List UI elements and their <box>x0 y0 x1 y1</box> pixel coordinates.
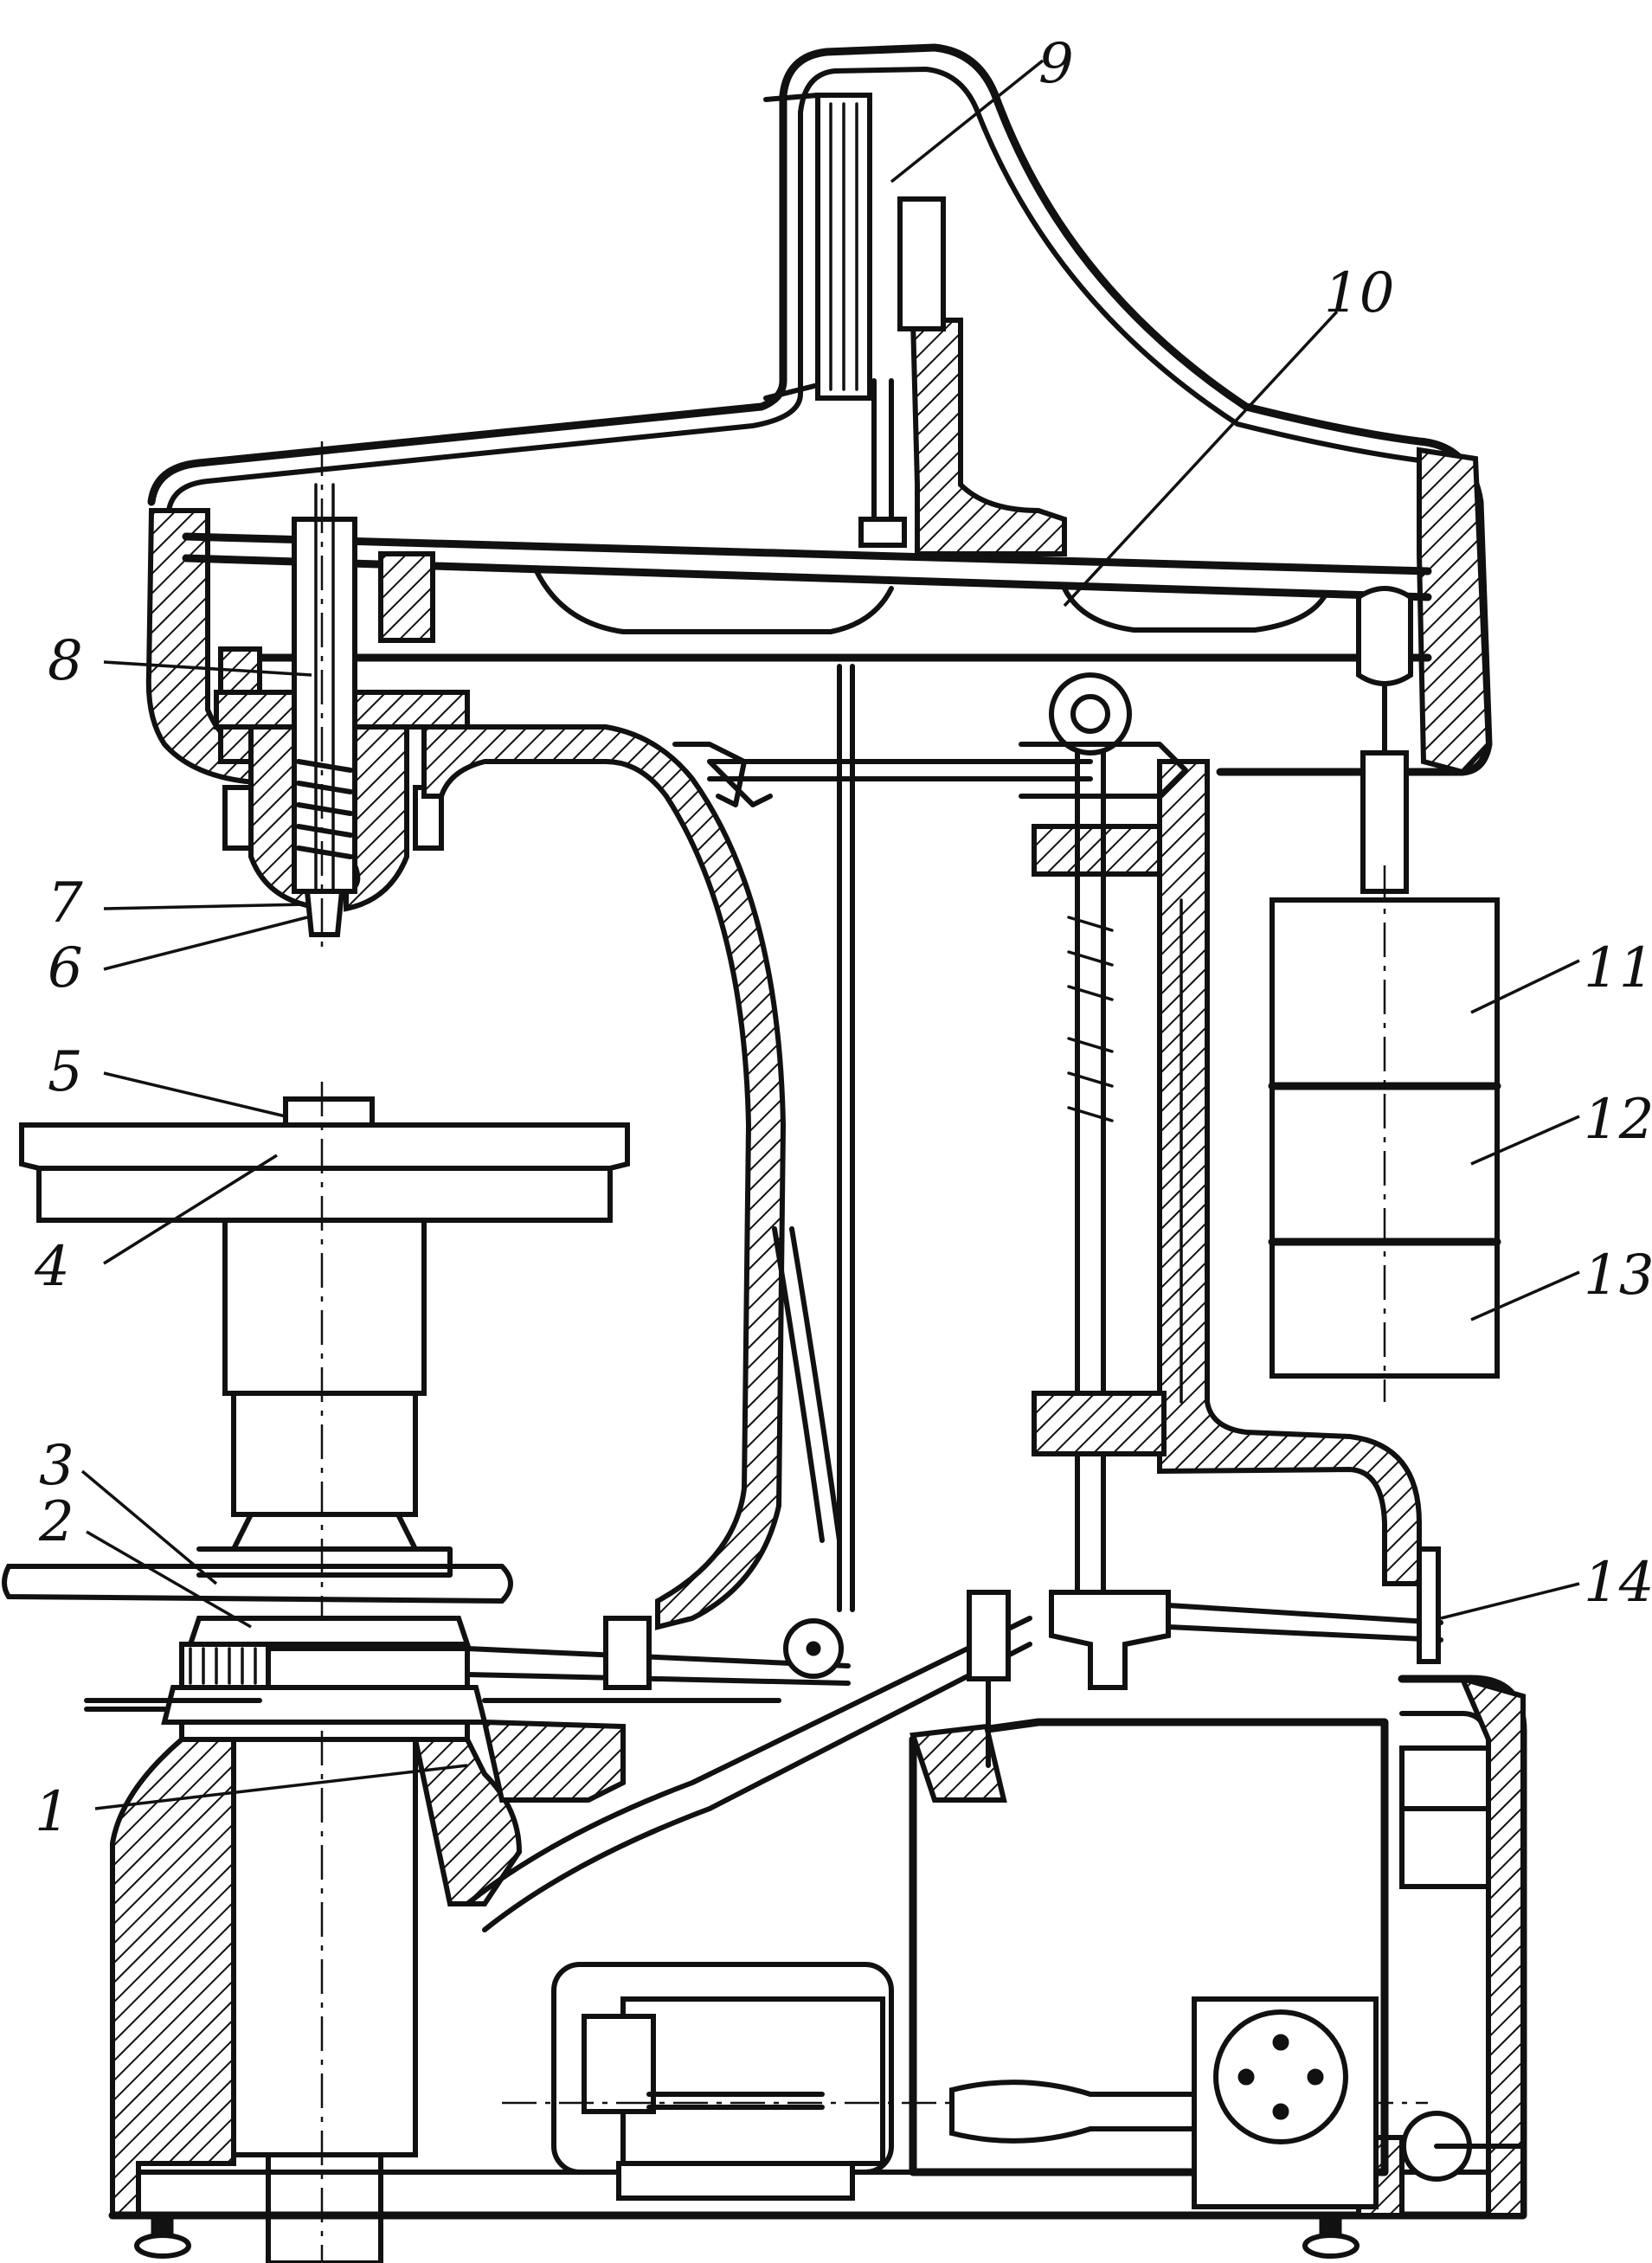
label-12: 12 <box>1584 1088 1652 1152</box>
indenter-assembly <box>214 441 470 952</box>
label-8: 8 <box>48 629 83 693</box>
elevating-gear <box>84 1616 851 1742</box>
callout-labels: 1 2 3 4 5 6 7 8 9 10 11 12 13 14 <box>34 32 1652 1844</box>
foot-right <box>1302 2215 1360 2259</box>
main-lever <box>182 532 1432 894</box>
release-lever <box>967 1546 1443 1768</box>
head-housing <box>145 43 1493 787</box>
label-1: 1 <box>35 1780 70 1844</box>
column-frame <box>421 664 1422 1630</box>
motor <box>502 1962 1428 2201</box>
label-7: 7 <box>48 871 83 935</box>
label-6: 6 <box>48 936 83 1000</box>
label-10: 10 <box>1324 261 1394 325</box>
anvil-table <box>2 1082 630 1627</box>
gearbox <box>909 1718 1526 2209</box>
label-9: 9 <box>1038 32 1074 96</box>
load-screw <box>707 672 1188 1612</box>
label-13: 13 <box>1584 1244 1652 1308</box>
label-2: 2 <box>38 1490 74 1554</box>
label-4: 4 <box>34 1235 70 1299</box>
label-5: 5 <box>48 1040 83 1104</box>
label-3: 3 <box>39 1434 74 1498</box>
label-11: 11 <box>1584 936 1652 1000</box>
foot-left <box>134 2215 191 2259</box>
label-14: 14 <box>1584 1551 1652 1615</box>
weight-stack <box>1268 865 1501 1402</box>
leader-lines <box>80 59 1580 1810</box>
